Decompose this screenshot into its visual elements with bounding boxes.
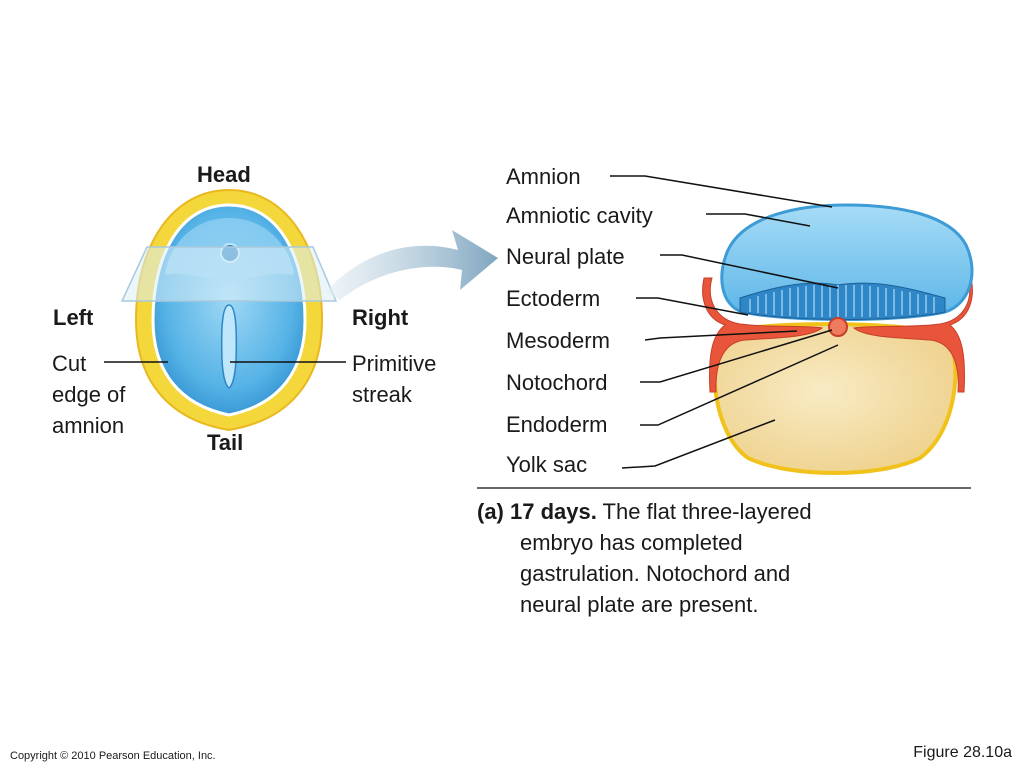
- figure-caption: (a) 17 days. The flat three-layered embr…: [477, 496, 917, 620]
- yolk-sac: [712, 322, 958, 475]
- embryonic-disc-dorsal-view: [120, 188, 338, 432]
- leader-ectoderm: [636, 297, 749, 316]
- caption-lead: (a) 17 days.: [477, 499, 597, 524]
- mesoderm-right: [852, 277, 973, 393]
- label-tail: Tail: [207, 430, 244, 455]
- label-primitive-streak-2: streak: [352, 382, 412, 407]
- figure-number: Figure 28.10a: [913, 744, 1012, 761]
- leader-yolk-sac: [621, 419, 776, 469]
- label-head: Head: [197, 162, 251, 187]
- label-amnion: Amnion: [506, 164, 581, 189]
- primitive-streak: [220, 304, 238, 389]
- leader-mesoderm: [644, 330, 798, 341]
- cross-section-leaders: [610, 175, 839, 469]
- label-neural-plate: Neural plate: [506, 244, 625, 269]
- label-endoderm: Endoderm: [506, 412, 608, 437]
- label-primitive-streak-1: Primitive: [352, 351, 437, 376]
- label-cut-edge-2: edge of: [52, 382, 126, 407]
- label-right: Right: [352, 305, 409, 330]
- label-amniotic-cavity: Amniotic cavity: [506, 203, 653, 228]
- leader-notochord: [640, 329, 833, 383]
- leader-neural-plate: [660, 254, 839, 289]
- leader-amniotic-cavity: [706, 213, 811, 227]
- leader-amnion: [610, 175, 833, 208]
- neural-plate-cells: [749, 285, 935, 317]
- caption-line-4: neural plate are present.: [520, 592, 759, 617]
- label-ectoderm: Ectoderm: [506, 286, 601, 311]
- label-cut-edge-3: amnion: [52, 413, 125, 438]
- label-notochord: Notochord: [506, 370, 608, 395]
- mesoderm-left: [702, 277, 824, 393]
- copyright-text: Copyright © 2010 Pearson Education, Inc.: [10, 750, 216, 762]
- caption-line-1: The flat three-layered: [596, 499, 812, 524]
- caption-line-2: embryo has completed: [520, 530, 743, 555]
- label-yolk-sac: Yolk sac: [506, 452, 588, 477]
- caption-line-3: gastrulation. Notochord and: [520, 561, 791, 586]
- view-arrow: [325, 230, 498, 300]
- label-mesoderm: Mesoderm: [506, 328, 610, 353]
- label-left: Left: [53, 305, 94, 330]
- leader-endoderm: [640, 344, 839, 426]
- cut-plane: [120, 246, 338, 302]
- label-cut-edge-1: Cut: [52, 351, 87, 376]
- cross-section: [702, 203, 974, 475]
- notochord: [828, 317, 848, 337]
